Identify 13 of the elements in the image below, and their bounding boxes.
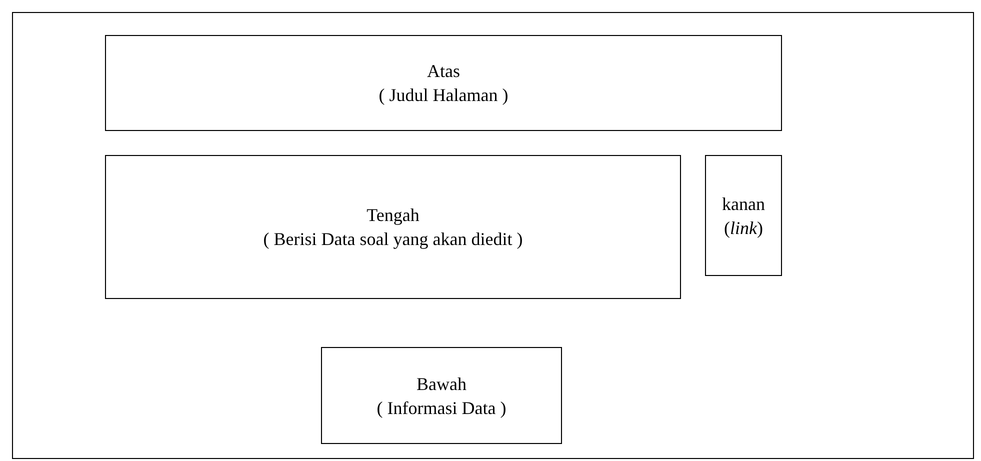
section-description: ( Berisi Data soal yang akan diedit ) bbox=[263, 228, 523, 251]
section-title: Bawah bbox=[416, 372, 466, 396]
page-frame bbox=[12, 12, 974, 459]
section-title: Tengah bbox=[366, 204, 420, 227]
sidebar-section-box bbox=[705, 155, 782, 276]
header-section-box bbox=[105, 35, 782, 131]
footer-section-box bbox=[321, 347, 562, 444]
section-title: Atas bbox=[427, 60, 460, 83]
section-description: (link) bbox=[724, 216, 763, 240]
section-description: ( Judul Halaman ) bbox=[378, 84, 508, 107]
section-description: ( Informasi Data ) bbox=[376, 396, 506, 420]
content-section-box bbox=[105, 155, 681, 299]
section-title: kanan bbox=[722, 192, 765, 216]
